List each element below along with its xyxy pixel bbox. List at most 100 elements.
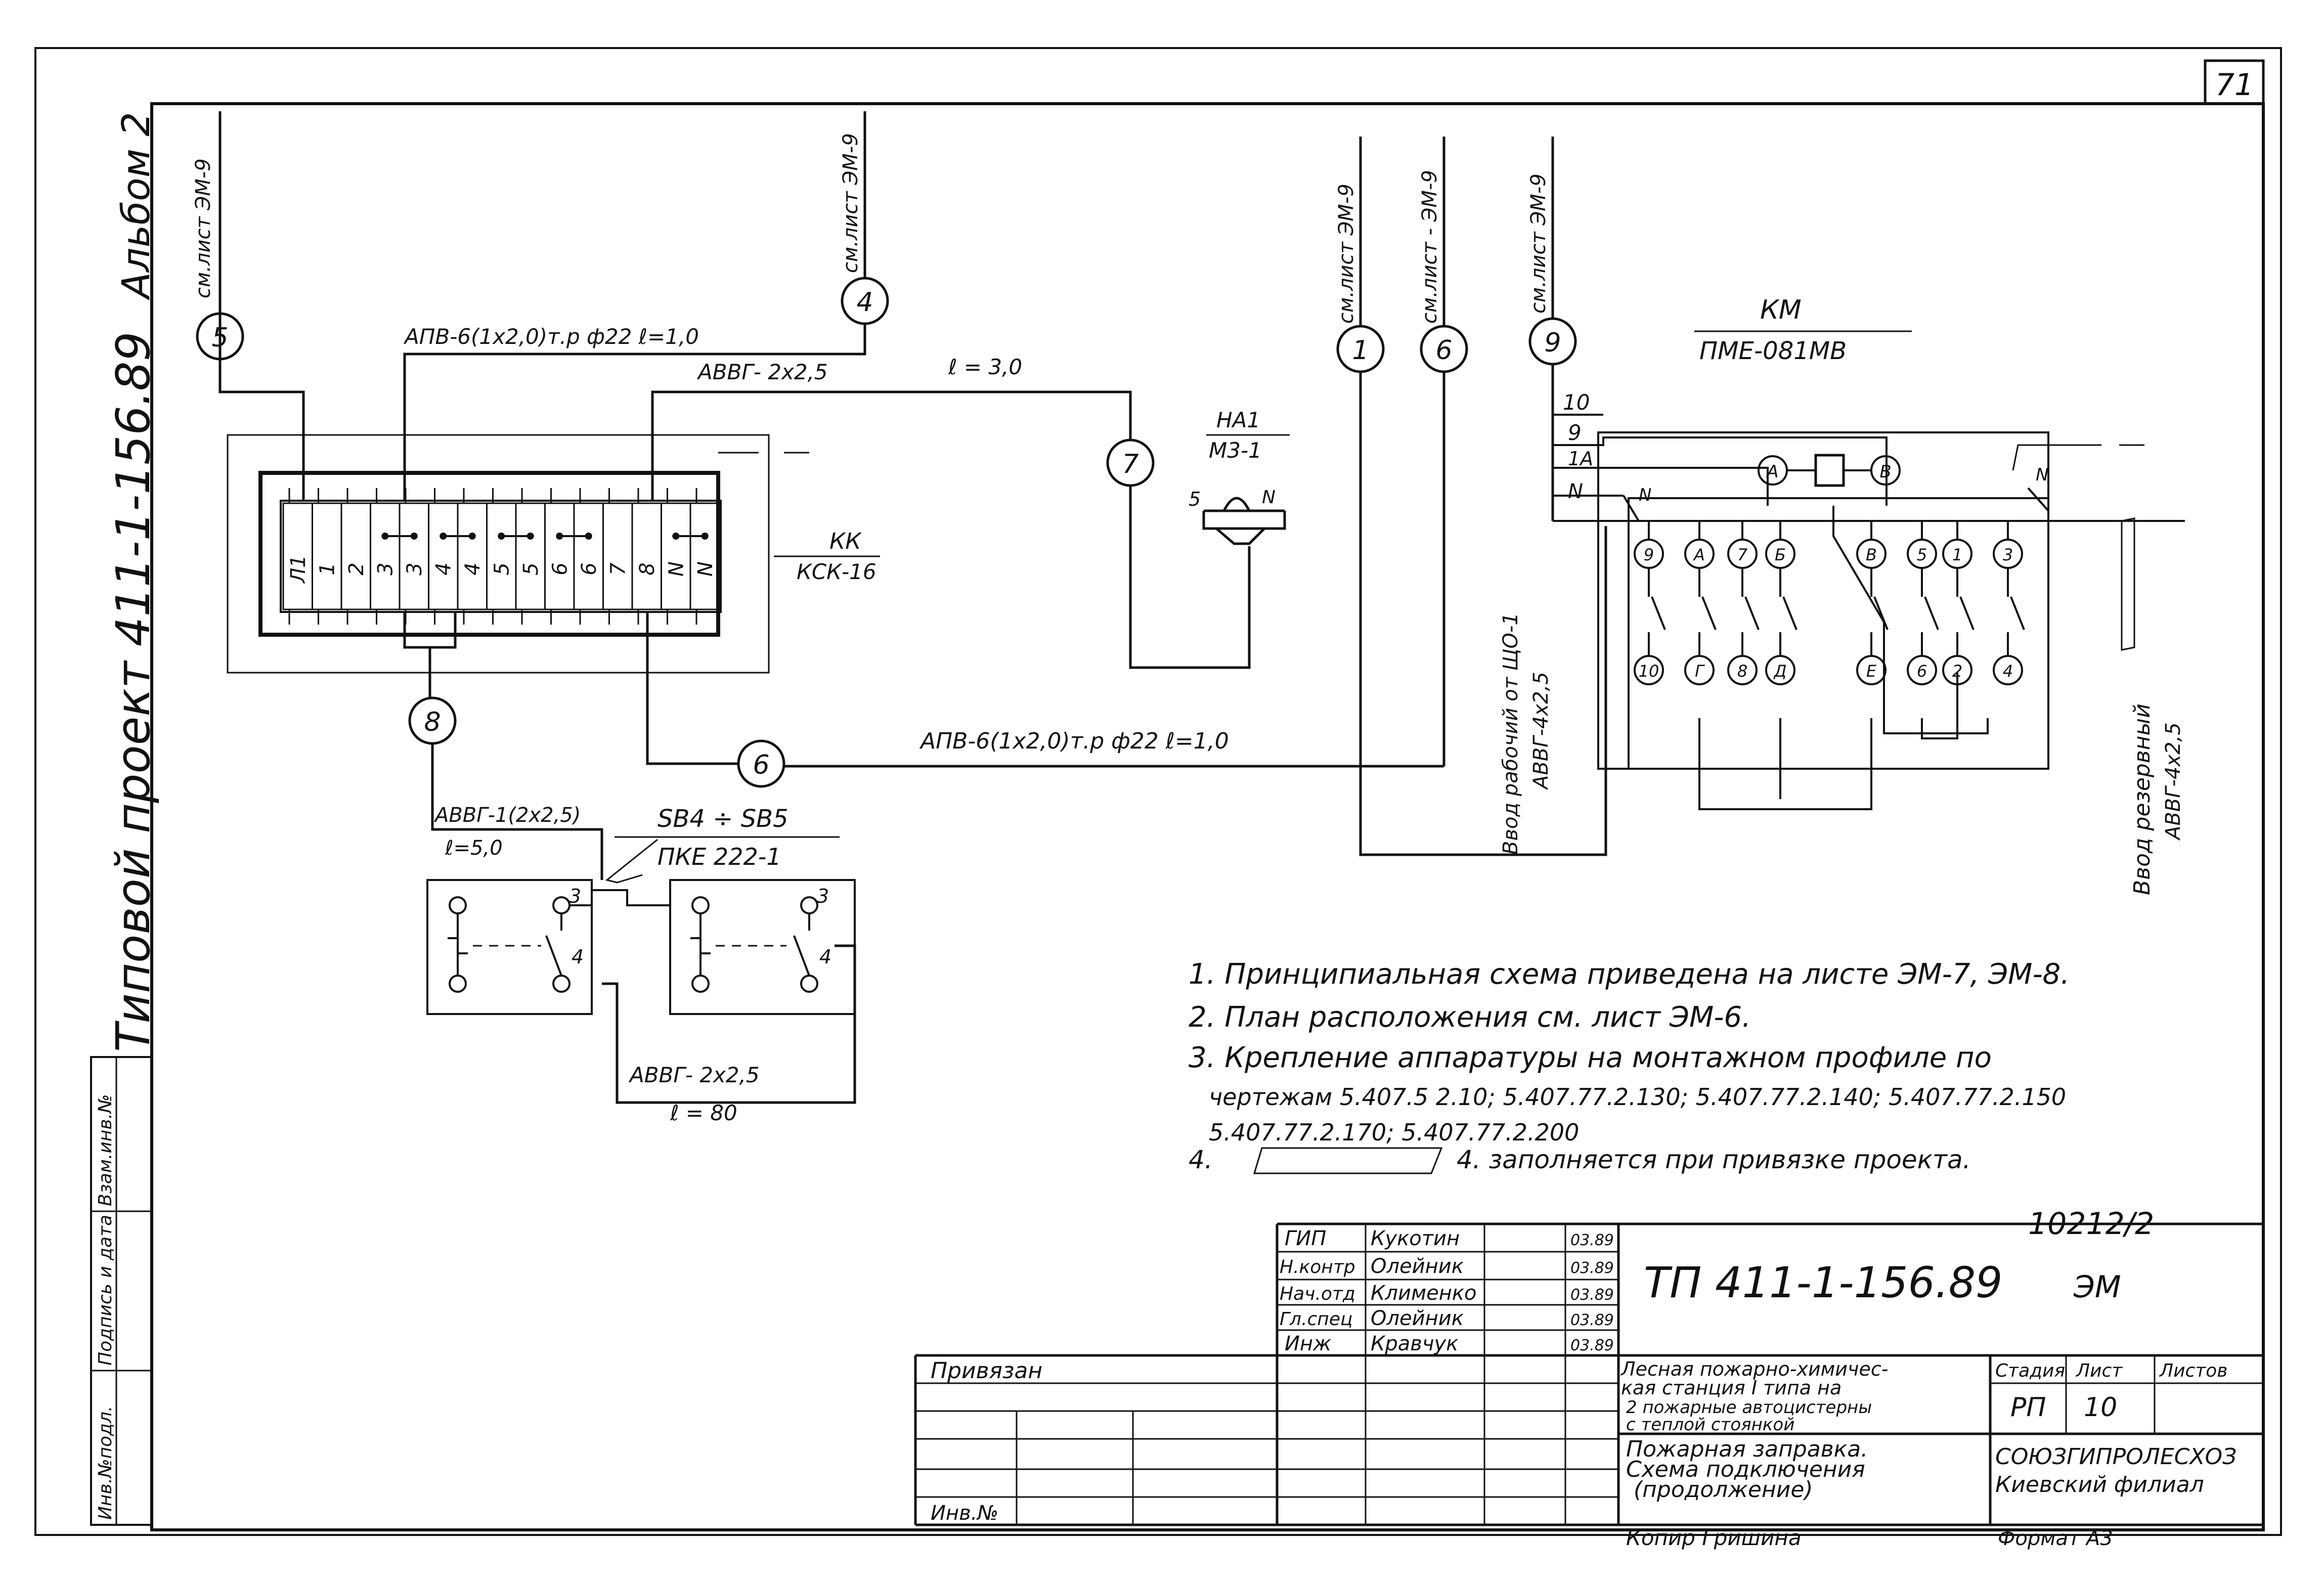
alarm-return-route	[1129, 486, 1251, 669]
tb-object-3: с теплой стоянкой	[1626, 1415, 1794, 1435]
pb2-term-4: 4	[819, 946, 831, 968]
contact-switch	[1701, 596, 1717, 630]
tb-object-1: кая станция I типа на	[1621, 1377, 1841, 1399]
terminal-cell	[457, 502, 488, 610]
circle-6a-label: 6	[1435, 335, 1452, 366]
circle-7-label: 7	[1122, 449, 1138, 479]
tb-name-4: Кравчук	[1371, 1332, 1458, 1355]
terminal-cell	[486, 502, 517, 610]
terminal-label: N	[665, 561, 688, 577]
contact-bottom-label: 6	[1917, 662, 1927, 681]
cable-5-route	[218, 359, 305, 501]
ref-9: см.лист ЭМ-9	[1527, 173, 1550, 314]
contact-top-label: 3	[2003, 545, 2013, 564]
tb-sheet-title-2: (продолжение)	[1634, 1477, 1813, 1503]
alarm-type: М3-1	[1209, 438, 1262, 463]
tb-tied: Привязан	[931, 1358, 1042, 1384]
left-stamp: Инв.№подл. Подпись и дата Взам.инв.№	[90, 1056, 153, 1526]
terminal-cell	[573, 502, 604, 610]
coil-b: В	[1879, 462, 1891, 482]
terminal-label: 8	[636, 562, 659, 575]
pb1-term-3: 3	[569, 885, 581, 907]
cable-avvg-top: АВВГ- 2х2,5	[696, 360, 828, 384]
cable-avvg-bottom: АВВГ- 2х2,5	[628, 1063, 760, 1087]
cable-1-route	[1359, 372, 1607, 856]
tb-stage: РП	[2010, 1392, 2046, 1423]
starter-drop-1	[1698, 718, 1872, 810]
tb-sheet-h: Лист	[2075, 1360, 2123, 1381]
tb-name-2: Клименко	[1371, 1282, 1477, 1305]
terminal-cell	[312, 502, 342, 610]
n-mark-right: N	[2036, 465, 2048, 485]
alarm-ha1: НА1 М3-1 5 N	[1189, 408, 1290, 545]
terminal-label: 4	[461, 562, 485, 575]
jumper-dot	[527, 533, 534, 540]
jumper-dot	[440, 533, 447, 540]
terminal-cell	[661, 502, 691, 610]
cable-avvg-bottom-len: ℓ = 80	[670, 1101, 737, 1125]
note-3b: чертежам 5.407.5 2.10; 5.407.77.2.130; 5…	[1209, 1083, 2066, 1111]
project-label: Типовой проект 411-1-156.89	[106, 332, 160, 1052]
input-work-label: Ввод рабочий от ЩО-1	[1499, 612, 1522, 855]
tb-format: Формат А3	[1998, 1527, 2113, 1550]
tb-date-3: 03.89	[1570, 1311, 1614, 1329]
terminal-cell	[602, 502, 633, 610]
terminal-label: 5	[490, 562, 513, 575]
note-3: 3. Крепление аппаратуры на монтажном про…	[1189, 1041, 1992, 1074]
terminal-label: 1	[316, 562, 339, 575]
tb-sheets-h: Листов	[2159, 1360, 2227, 1381]
contact-bottom-label: 4	[2003, 662, 2013, 681]
inner-frame	[150, 102, 2265, 1531]
contact-switch	[1651, 596, 1666, 630]
tb-date-2: 03.89	[1570, 1286, 1614, 1304]
circle-6b-label: 6	[753, 750, 769, 780]
ref-1: см.лист ЭМ-9	[1335, 184, 1358, 324]
pb-bridge-bottom	[602, 944, 856, 1104]
starter-coil: А В	[1758, 454, 1901, 487]
alarm-label: НА1	[1216, 408, 1260, 432]
cable-avvg-top-len: ℓ = 3,0	[948, 355, 1022, 379]
tb-sheet-title-1: Схема подключения	[1626, 1457, 1865, 1482]
terminal-label: 6	[548, 562, 572, 575]
contact-switch	[1959, 596, 1975, 630]
title-block: Привязан Инв.№ ГИП Кукотин 03.89 Н.контр…	[914, 1222, 2263, 1550]
tb-doc-code: ТП 411-1-156.89	[1644, 1258, 2003, 1307]
outer-frame	[34, 47, 2282, 1536]
n-switch-left	[1623, 495, 1640, 522]
input-reserve-cable: АВВГ-4х2,5	[2162, 722, 2185, 841]
contact-top-label: 5	[1917, 545, 1927, 564]
n-mark-left: N	[1639, 485, 1651, 505]
pb2-term-3: 3	[817, 885, 829, 907]
album-label: Альбом 2	[113, 112, 158, 301]
tb-name-3: Олейник	[1371, 1307, 1464, 1330]
contact-switch	[1924, 596, 1939, 630]
contact-switch	[2010, 596, 2025, 630]
terminal-label: 3	[403, 562, 426, 575]
contact-bottom-label: Г	[1695, 662, 1705, 681]
contact-top-label: А	[1693, 545, 1705, 564]
note-4-num: 4.	[1189, 1145, 1213, 1174]
cable-avvg-8-len: ℓ=5,0	[445, 837, 503, 860]
note-1: 1. Принципиальная схема приведена на лис…	[1189, 958, 2070, 991]
terminal-cell	[370, 502, 401, 610]
terminal-label: 4	[432, 562, 455, 575]
starter-in-10: 10	[1563, 390, 1590, 415]
cable-avvg-8: АВВГ-1(2х2,5)	[433, 804, 581, 827]
contact-bottom-label: 10	[1639, 662, 1659, 681]
ref-6a: см.лист - ЭМ-9	[1418, 170, 1441, 324]
terminal-block-type: КСК-16	[797, 559, 876, 584]
terminal-cell	[544, 502, 575, 610]
contact-top-label: 1	[1952, 545, 1962, 564]
tb-name-0: Кукотин	[1371, 1227, 1460, 1250]
contact-bottom-label: Е	[1866, 662, 1877, 681]
contact-bottom-label: Д	[1773, 662, 1787, 681]
cable-apv-bottom: АПВ-6(1х2,0)т.р ф22 ℓ=1,0	[919, 728, 1229, 754]
jumper-dot	[556, 533, 563, 540]
terminal-enclosure	[227, 434, 770, 674]
contact-top-label: В	[1866, 545, 1877, 564]
alarm-terminal-n: N	[1262, 487, 1276, 508]
starter-input-bus	[1553, 414, 2185, 522]
